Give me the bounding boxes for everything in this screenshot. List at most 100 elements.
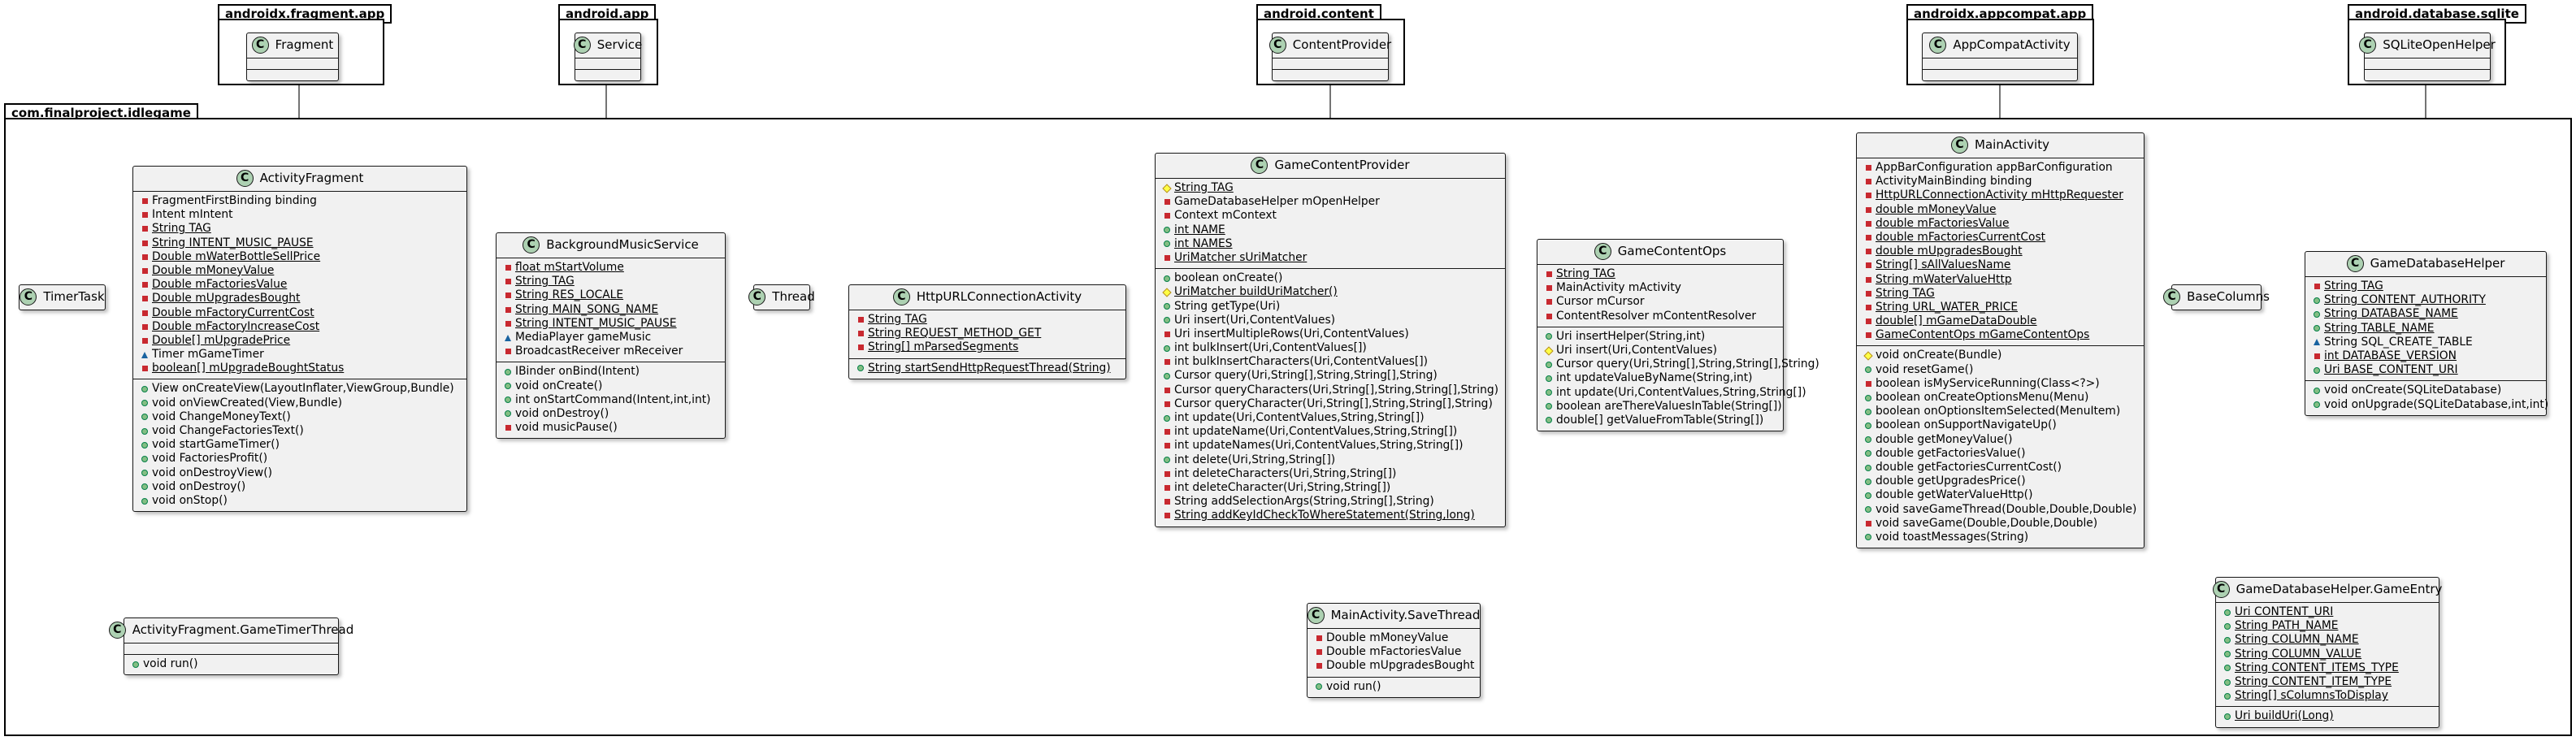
visibility-pub-icon	[2312, 297, 2322, 304]
fields-section	[247, 58, 338, 69]
class-c-icon: C	[2359, 37, 2377, 54]
visibility-prot-icon	[1162, 183, 1172, 193]
visibility-privop-icon	[1162, 443, 1172, 449]
class-name: Service	[596, 37, 643, 52]
methods-section: void onCreate(SQLiteDatabase)void onUpgr…	[2305, 380, 2549, 414]
method-text: int bulkInsert(Uri,ContentValues[])	[1174, 341, 1367, 355]
method-text: Uri insertMultipleRows(Uri,ContentValues…	[1174, 327, 1409, 340]
visibility-priv-icon	[1162, 213, 1172, 219]
visibility-pub-icon	[1544, 375, 1554, 382]
field-row: Double mUpgradesBought	[1314, 659, 1474, 673]
field-row: String[] sAllValuesName	[1863, 258, 2137, 272]
field-row: int NAMES	[1162, 237, 1498, 251]
class-name: ContentProvider	[1292, 37, 1392, 52]
methods-section: Uri buildUri(Long)	[2216, 706, 2439, 726]
visibility-priv-icon	[856, 317, 865, 323]
visibility-pub-icon	[140, 427, 150, 435]
field-text: Double mMoneyValue	[152, 263, 275, 277]
field-row: String[] sColumnsToDisplay	[2223, 689, 2432, 703]
method-text: Cursor queryCharacters(Uri,String[],Stri…	[1174, 383, 1499, 396]
methods-section	[575, 69, 640, 80]
visibility-pub-icon	[1863, 492, 1873, 499]
field-text: Double mFactoriesValue	[152, 278, 288, 292]
visibility-pub-icon	[140, 455, 150, 462]
method-text: void onUpgrade(SQLiteDatabase,int,int)	[2324, 397, 2549, 411]
method-row: String addSelectionArgs(String,String[],…	[1162, 495, 1498, 509]
visibility-priv-icon	[1544, 285, 1554, 292]
methods-section: View onCreateView(LayoutInflater,ViewGro…	[133, 379, 466, 511]
method-row: String startSendHttpRequestThread(String…	[856, 362, 1119, 375]
method-row: String getType(Uri)	[1162, 300, 1498, 314]
visibility-pub-icon	[1544, 389, 1554, 396]
field-text: FragmentFirstBinding binding	[152, 194, 317, 207]
visibility-pub-icon	[1863, 506, 1873, 514]
visibility-pub-icon	[1162, 457, 1172, 464]
field-row: BroadcastReceiver mReceiver	[503, 344, 718, 358]
methods-section	[1273, 69, 1388, 80]
visibility-pub-icon	[2223, 678, 2232, 686]
field-row: String INTENT_MUSIC_PAUSE	[140, 236, 460, 250]
field-text: Double[] mUpgradePrice	[152, 333, 291, 347]
visibility-priv-icon	[856, 344, 865, 351]
method-text: View onCreateView(LayoutInflater,ViewGro…	[152, 382, 454, 396]
field-row: Double mMoneyValue	[1314, 631, 1473, 645]
field-row: String TAG	[2312, 280, 2539, 293]
method-text: void FactoriesProfit()	[152, 452, 268, 466]
class-name: GameContentOps	[1617, 243, 1727, 258]
method-row: Cursor queryCharacters(Uri,String[],Stri…	[1162, 384, 1498, 397]
method-text: boolean areThereValuesInTable(String[])	[1556, 399, 1782, 413]
method-text: Uri insert(Uri,ContentValues)	[1556, 343, 1718, 357]
method-row: double getFactoriesValue()	[1863, 447, 2137, 461]
method-text: int updateName(Uri,ContentValues,String,…	[1174, 425, 1458, 439]
field-row: Double mUpgradesBought	[140, 292, 460, 306]
visibility-pub-icon	[1863, 436, 1873, 444]
method-row: int bulkInsertCharacters(Uri,ContentValu…	[1162, 355, 1498, 369]
field-text: String[] mParsedSegments	[868, 340, 1019, 354]
field-text: String TAG	[1174, 181, 1234, 194]
field-row: String CONTENT_AUTHORITY	[2312, 293, 2539, 307]
method-text: boolean isMyServiceRunning(Class<?>)	[1876, 376, 2100, 390]
class-c-icon: C	[1307, 607, 1325, 624]
visibility-pub-icon	[140, 441, 150, 448]
method-row: int updateValueByName(String,int)	[1544, 371, 1776, 385]
field-text: String TAG	[152, 222, 211, 236]
class-c-icon: C	[108, 622, 126, 639]
field-text: Uri BASE_CONTENT_URI	[2324, 363, 2458, 377]
field-row: float mStartVolume	[503, 261, 718, 275]
method-row: Cursor query(Uri,String[],String,String[…	[1162, 369, 1498, 383]
method-text: void onCreate(SQLiteDatabase)	[2324, 384, 2502, 397]
field-row: String DATABASE_NAME	[2312, 307, 2539, 321]
method-row: boolean areThereValuesInTable(String[])	[1544, 400, 1782, 414]
field-row: String TABLE_NAME	[2312, 322, 2539, 336]
method-text: void onDestroy()	[152, 479, 246, 493]
visibility-pub-icon	[1162, 344, 1172, 352]
field-row: Double mFactoriesValue	[1314, 645, 1473, 659]
field-row: double[] mGameDataDouble	[1863, 314, 2137, 328]
visibility-privop-icon	[503, 425, 513, 431]
field-text: String TAG	[515, 275, 575, 288]
method-text: double getFactoriesValue()	[1876, 446, 2026, 460]
method-row: void onDestroy()	[503, 407, 718, 421]
method-row: void onCreate(Bundle)	[1863, 349, 2137, 362]
visibility-priv-icon	[503, 265, 513, 271]
field-row: String COLUMN_VALUE	[2223, 648, 2432, 661]
method-row: IBinder onBind(Intent)	[503, 365, 718, 379]
method-text: void onViewCreated(View,Bundle)	[152, 396, 343, 410]
method-row: void onCreate(SQLiteDatabase)	[2312, 384, 2539, 397]
field-row: double mFactoriesValue	[1863, 217, 2137, 231]
class-c-icon: C	[1268, 37, 1286, 54]
visibility-priv-icon	[140, 296, 150, 302]
visibility-priv-icon	[140, 254, 150, 260]
field-text: Context mContext	[1174, 209, 1277, 223]
class-name: GameDatabaseHelper	[2370, 255, 2505, 271]
class-name: AppCompatActivity	[1953, 37, 2071, 52]
visibility-pub-icon	[1544, 333, 1554, 340]
visibility-pub-icon	[1544, 417, 1554, 424]
field-text: String TAG	[868, 313, 927, 326]
